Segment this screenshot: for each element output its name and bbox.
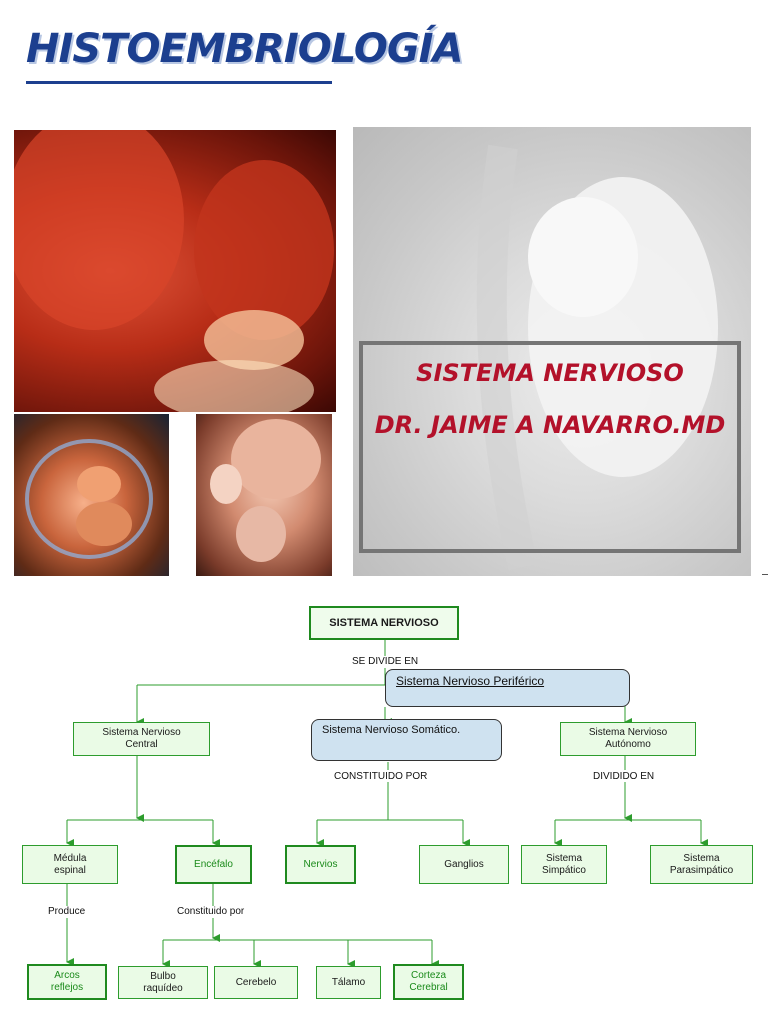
node-sistema-simpatico: Sistema Simpático bbox=[521, 845, 607, 884]
node-encefalo: Encéfalo bbox=[175, 845, 252, 884]
cover-author: DR. JAIME A NAVARRO.MD bbox=[374, 411, 726, 439]
page-mark bbox=[762, 574, 768, 575]
node-arcos-reflejos: Arcos reflejos bbox=[27, 964, 107, 1000]
label-se-divide-en: SE DIVIDE EN bbox=[352, 656, 419, 667]
cover-topic: SISTEMA NERVIOSO bbox=[416, 359, 684, 387]
title-underline bbox=[26, 81, 332, 84]
label-dividido-en: DIVIDIDO EN bbox=[593, 771, 655, 782]
node-cerebelo: Cerebelo bbox=[214, 966, 298, 999]
label-constituido-por: Constituido por bbox=[177, 906, 245, 917]
callout-sistema-somatico-text: Sistema Nervioso Somático. bbox=[322, 724, 461, 736]
fetus-illustration bbox=[210, 419, 321, 562]
node-nervios: Nervios bbox=[285, 845, 356, 884]
embryo-hand-illustration bbox=[14, 130, 334, 412]
node-medula-espinal: Médula espinal bbox=[22, 845, 118, 884]
embryo-photo-sac bbox=[14, 414, 169, 576]
node-sistema-nervioso: SISTEMA NERVIOSO bbox=[309, 606, 459, 640]
node-bulbo-raquideo: Bulbo raquídeo bbox=[118, 966, 208, 999]
node-sistema-parasimpatico: Sistema Parasimpático bbox=[650, 845, 753, 884]
node-sistema-autonomo: Sistema Nervioso Autónomo bbox=[560, 722, 696, 756]
embryo-sac-illustration bbox=[25, 439, 153, 559]
callout-sistema-periferico: Sistema Nervioso Periférico bbox=[385, 669, 630, 707]
node-sistema-central: Sistema Nervioso Central bbox=[73, 722, 210, 756]
callout-sistema-periferico-text: Sistema Nervioso Periférico bbox=[396, 674, 545, 688]
node-ganglios: Ganglios bbox=[419, 845, 509, 884]
embryo-photo-sem bbox=[353, 127, 751, 576]
embryo-photo-large bbox=[14, 130, 336, 412]
node-talamo: Tálamo bbox=[316, 966, 381, 999]
document-title: HISTOEMBRIOLOGÍA bbox=[26, 26, 463, 72]
fetus-photo bbox=[196, 414, 332, 576]
cover-title-box: SISTEMA NERVIOSO DR. JAIME A NAVARRO.MD bbox=[359, 341, 741, 553]
label-produce: Produce bbox=[48, 906, 86, 917]
callout-sistema-somatico: Sistema Nervioso Somático. bbox=[311, 719, 502, 761]
embryo-sem-illustration bbox=[476, 144, 718, 571]
node-corteza-cerebral: Corteza Cerebral bbox=[393, 964, 464, 1000]
label-constituido-por-caps: CONSTITUIDO POR bbox=[334, 771, 428, 782]
